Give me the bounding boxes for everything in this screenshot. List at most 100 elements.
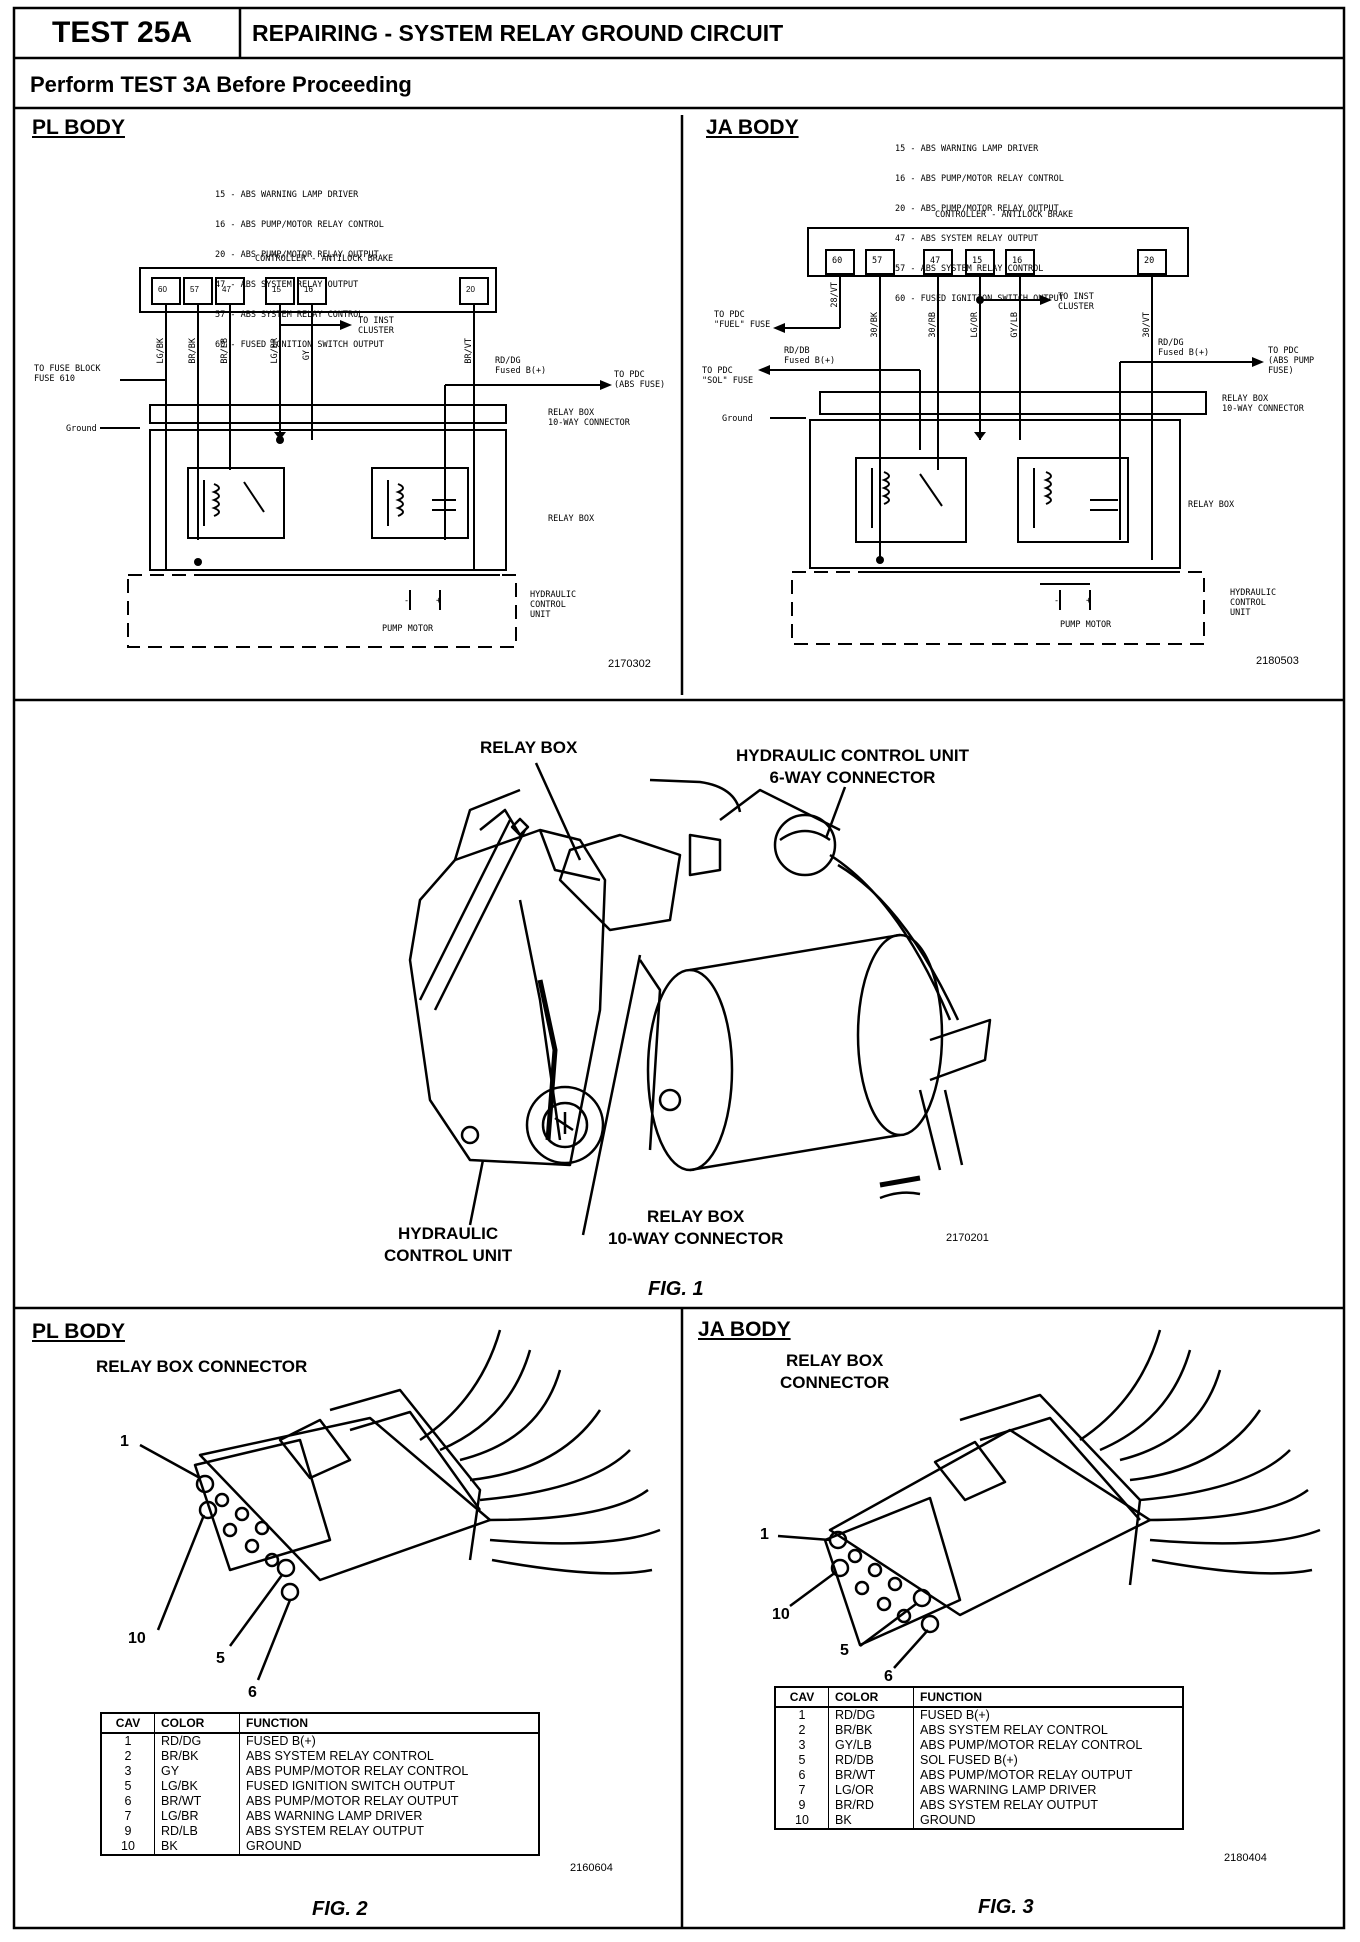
cav-cell: 3: [101, 1764, 155, 1779]
cav-cell: 7: [775, 1783, 829, 1798]
color-cell: LG/BK: [154, 1779, 240, 1794]
ja-legend-line: 20 - ABS PUMP/MOTOR RELAY OUTPUT: [895, 204, 1059, 214]
function-cell: GROUND: [920, 1813, 976, 1827]
fig2-title: RELAY BOX CONNECTOR: [96, 1357, 308, 1376]
test-number: TEST 25A: [52, 16, 193, 49]
ja-to-pdc-fuel: TO PDC "FUEL" FUSE: [714, 310, 771, 330]
pl-legend-line: 47 - ABS SYSTEM RELAY OUTPUT: [215, 280, 359, 290]
ja-pin: 60: [832, 256, 843, 266]
color-cell: BR/WT: [154, 1794, 240, 1809]
pl-pin: 60: [158, 285, 167, 294]
fig1-relay-box-callout: RELAY BOX: [480, 738, 578, 757]
pl-relay-box-connector-label: RELAY BOX 10-WAY CONNECTOR: [548, 408, 630, 428]
ja-legend-line: 47 - ABS SYSTEM RELAY OUTPUT: [895, 234, 1039, 244]
ja-legend-line: 57 - ABS SYSTEM RELAY CONTROL: [895, 264, 1044, 274]
cav-cell: 2: [101, 1749, 155, 1764]
ja-controller-label: CONTROLLER - ANTILOCK BRAKE: [935, 210, 1074, 220]
ja-minus: -: [1054, 596, 1060, 606]
cav-cell: 6: [101, 1794, 155, 1809]
fig3-pin-5: 5: [840, 1642, 849, 1659]
fig3-body-label: JA BODY: [698, 1318, 791, 1341]
column-header: FUNCTION: [239, 1713, 539, 1734]
column-header: FUNCTION: [913, 1687, 1183, 1708]
pl-legend-line: 16 - ABS PUMP/MOTOR RELAY CONTROL: [215, 220, 384, 230]
pl-relay-box-label: RELAY BOX: [548, 514, 595, 524]
pl-pin: 15: [272, 285, 281, 294]
fig2-pin-5: 5: [216, 1650, 225, 1667]
color-cell: BR/BK: [154, 1749, 240, 1764]
fig3-pin-10: 10: [772, 1606, 790, 1623]
table-header-row: CAV COLOR FUNCTION: [775, 1687, 1183, 1708]
pl-rd-dg-label: RD/DG Fused B(+): [495, 356, 547, 376]
color-cell: RD/LB: [154, 1824, 240, 1839]
function-cell: ABS PUMP/MOTOR RELAY OUTPUT: [246, 1794, 459, 1808]
function-cell: ABS SYSTEM RELAY OUTPUT: [920, 1798, 1099, 1812]
function-cell: FUSED IGNITION SWITCH OUTPUT: [246, 1779, 456, 1793]
ja-ground-label: Ground: [722, 414, 753, 424]
ja-relay-box-label: RELAY BOX: [1188, 500, 1235, 510]
ja-pin: 57: [872, 256, 883, 266]
color-cell: BR/BK: [828, 1723, 914, 1738]
color-cell: BR/RD: [828, 1798, 914, 1813]
prerequisite-note: Perform TEST 3A Before Proceeding: [30, 72, 412, 97]
function-cell: ABS SYSTEM RELAY CONTROL: [246, 1749, 434, 1763]
ja-legend-line: 15 - ABS WARNING LAMP DRIVER: [895, 144, 1039, 154]
ja-body-label: JA BODY: [706, 116, 799, 139]
cav-cell: 5: [101, 1779, 155, 1794]
cav-cell: 9: [101, 1824, 155, 1839]
pl-pin-legend: 15 - ABS WARNING LAMP DRIVER 16 - ABS PU…: [215, 170, 384, 370]
function-cell: ABS SYSTEM RELAY OUTPUT: [246, 1824, 425, 1838]
fig2-caption: FIG. 2: [312, 1898, 368, 1920]
fig3-drawing-code: 2180404: [1224, 1852, 1267, 1864]
function-cell: ABS PUMP/MOTOR RELAY CONTROL: [246, 1764, 469, 1778]
color-cell: LG/OR: [828, 1783, 914, 1798]
function-cell: ABS WARNING LAMP DRIVER: [246, 1809, 423, 1823]
color-cell: RD/DB: [828, 1753, 914, 1768]
pl-pin: 47: [222, 285, 231, 294]
cav-cell: 10: [775, 1813, 829, 1829]
function-cell: GROUND: [246, 1839, 302, 1853]
pl-pin: 20: [466, 285, 475, 294]
pl-minus: -: [404, 596, 410, 606]
color-cell: LG/BR: [154, 1809, 240, 1824]
cav-cell: 2: [775, 1723, 829, 1738]
ja-rd-dg-label: RD/DG Fused B(+): [1158, 338, 1210, 358]
ja-hcu-label: HYDRAULIC CONTROL UNIT: [1230, 588, 1277, 618]
pl-legend-line: 15 - ABS WARNING LAMP DRIVER: [215, 190, 359, 200]
color-cell: BK: [828, 1813, 914, 1829]
fig3-pin-1: 1: [760, 1526, 769, 1543]
table-header-row: CAV COLOR FUNCTION: [101, 1713, 539, 1734]
cav-cell: 10: [101, 1839, 155, 1855]
fig2-pin-10: 10: [128, 1630, 146, 1647]
pl-body-label: PL BODY: [32, 116, 125, 139]
pl-to-fuse-block: TO FUSE BLOCK FUSE 610: [34, 364, 101, 384]
cav-cell: 7: [101, 1809, 155, 1824]
pl-plus: +: [436, 596, 442, 606]
fig2-pin-6: 6: [248, 1684, 257, 1701]
cav-cell: 3: [775, 1738, 829, 1753]
ja-pin-legend: 15 - ABS WARNING LAMP DRIVER 16 - ABS PU…: [895, 124, 1064, 324]
column-header: CAV: [101, 1713, 155, 1734]
function-cell: FUSED B(+): [920, 1708, 990, 1722]
fig1-caption: FIG. 1: [648, 1278, 704, 1300]
pl-hcu-label: HYDRAULIC CONTROL UNIT: [530, 590, 577, 620]
ja-pin: 47: [930, 256, 941, 266]
color-cell: RD/DG: [154, 1733, 240, 1749]
